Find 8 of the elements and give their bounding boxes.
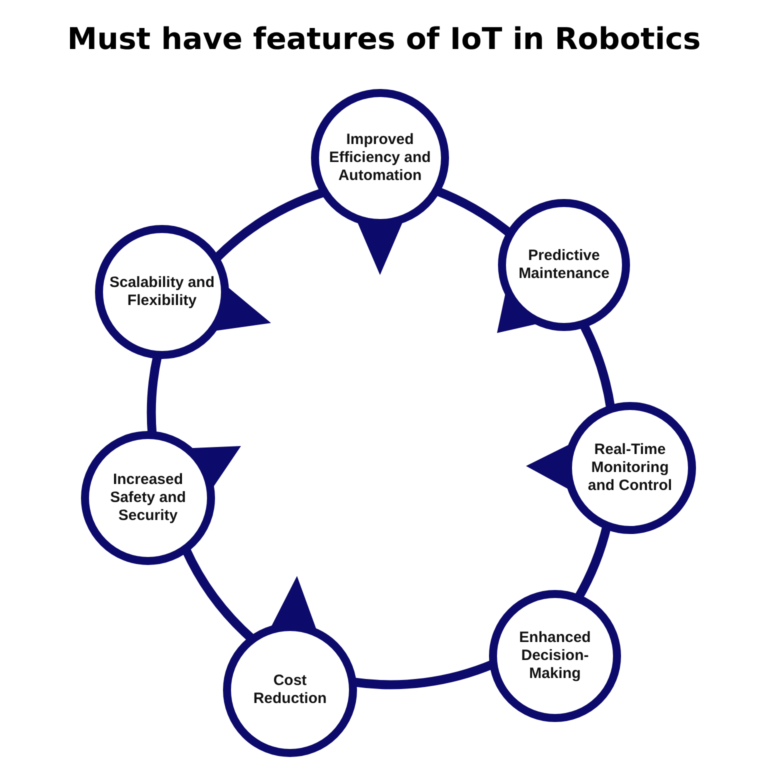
title: Must have features of IoT in Robotics [66,22,702,57]
feature-label: Real-Time Monitoring and Control [586,441,674,495]
feature-label: Improved Efficiency and Automation [328,131,432,185]
feature-label: Predictive Maintenance [518,247,610,283]
feature-label: Enhanced Decision-Making [518,629,592,683]
feature-label: Scalability and Flexibility [108,274,216,310]
feature-label: Cost Reduction [252,672,328,708]
feature-label: Increased Safety and Security [109,471,187,525]
